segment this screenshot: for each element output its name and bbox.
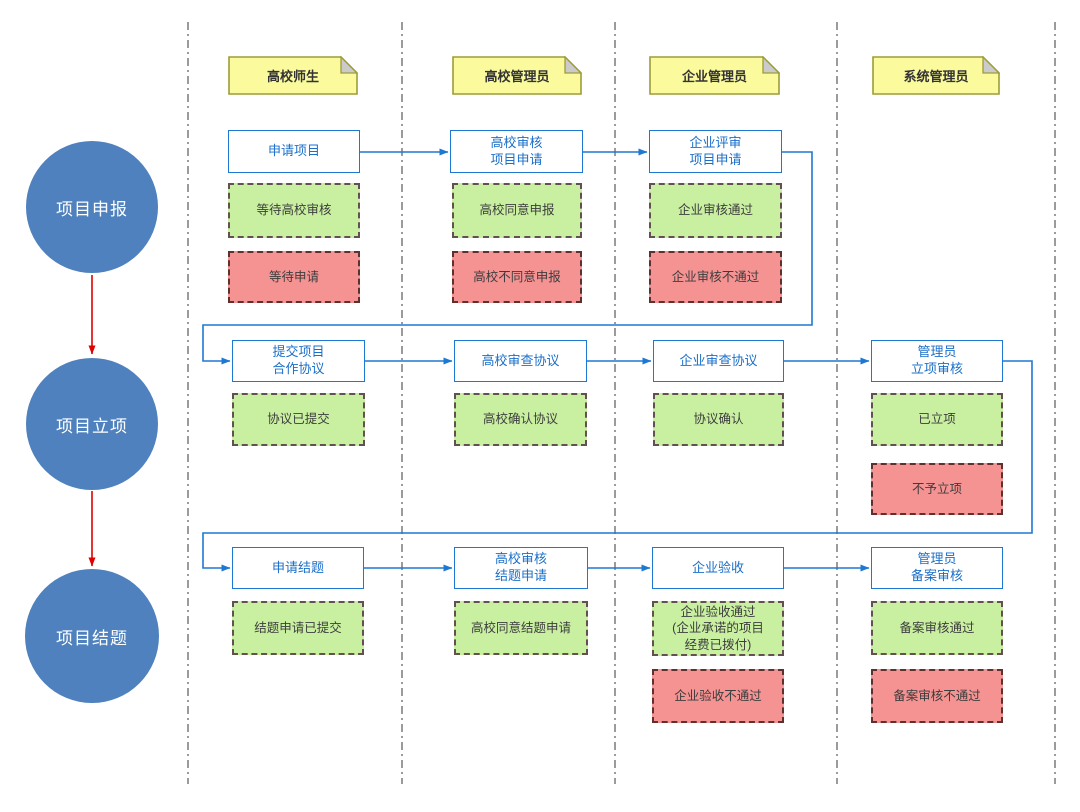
lane-divider <box>1054 22 1056 784</box>
flow-connector <box>202 151 813 365</box>
lane-divider <box>401 22 403 784</box>
flow-connector <box>202 360 1033 572</box>
lane-divider <box>836 22 838 784</box>
lane-divider <box>614 22 616 784</box>
lane-divider <box>187 22 189 784</box>
